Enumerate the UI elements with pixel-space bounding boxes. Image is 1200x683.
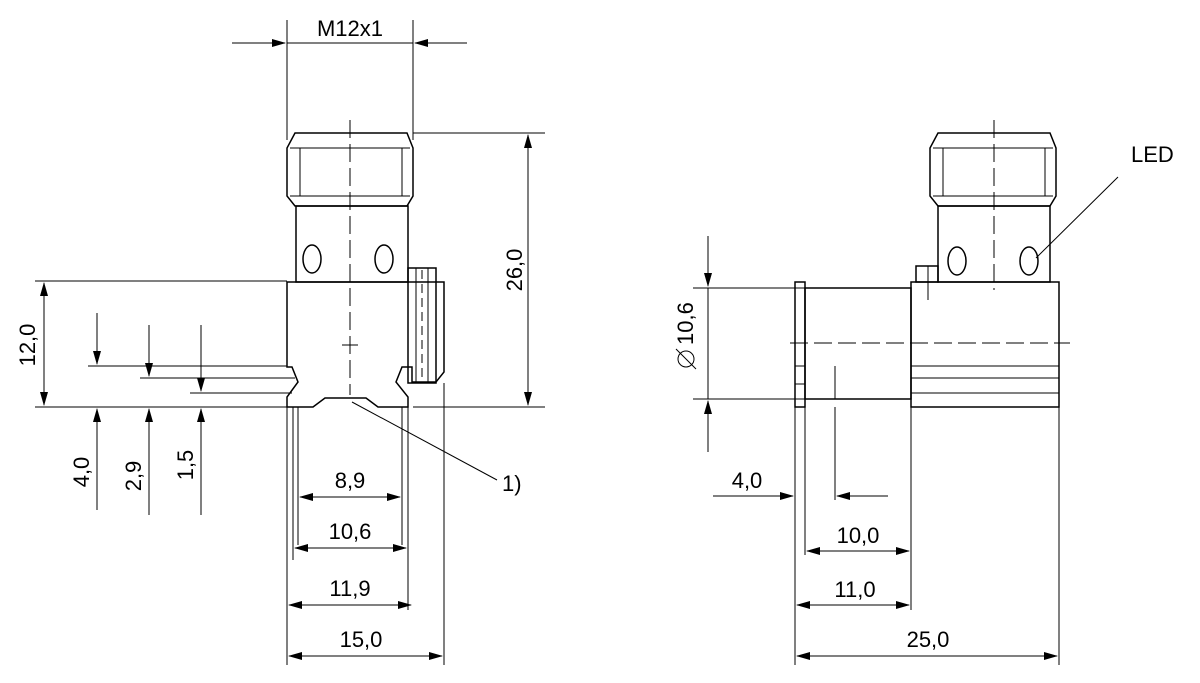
side-view: LED bbox=[790, 120, 1174, 408]
side-thread bbox=[929, 132, 1057, 207]
dim-11-9: 11,9 bbox=[329, 576, 370, 601]
dim-1-5: 1,5 bbox=[173, 450, 198, 481]
dim-12: 12,0 bbox=[15, 324, 40, 367]
side-body bbox=[910, 281, 1060, 408]
dim-15: 15,0 bbox=[340, 627, 383, 652]
sensor-body bbox=[286, 281, 445, 408]
dim-4-left: 4,0 bbox=[69, 457, 94, 488]
dim-26: 26,0 bbox=[502, 249, 527, 292]
dim-25: 25,0 bbox=[907, 627, 950, 652]
note-label: 1) bbox=[502, 471, 522, 496]
led-window bbox=[1019, 246, 1039, 276]
connector-neck bbox=[295, 205, 409, 283]
dim-4-right: 4,0 bbox=[732, 468, 763, 493]
dim-11: 11,0 bbox=[834, 577, 875, 602]
dim-diameter: 10,6 bbox=[673, 302, 698, 345]
window-left bbox=[302, 244, 322, 274]
led-label: LED bbox=[1131, 142, 1174, 167]
front-dimensions: M12x1 26,0 12,0 4,0 2,9 1,5 1) 8,9 bbox=[15, 16, 545, 665]
side-window-left bbox=[947, 246, 967, 276]
side-dimensions: 10,6 4,0 10,0 11,0 25,0 bbox=[673, 236, 1060, 665]
sensor-flange bbox=[794, 281, 806, 408]
dim-10-6: 10,6 bbox=[329, 519, 372, 544]
window-right bbox=[374, 244, 394, 274]
front-view bbox=[286, 120, 498, 560]
dim-10: 10,0 bbox=[837, 523, 880, 548]
thread-label: M12x1 bbox=[317, 16, 383, 41]
dim-2-9: 2,9 bbox=[121, 461, 146, 492]
dim-8-9: 8,9 bbox=[335, 468, 366, 493]
